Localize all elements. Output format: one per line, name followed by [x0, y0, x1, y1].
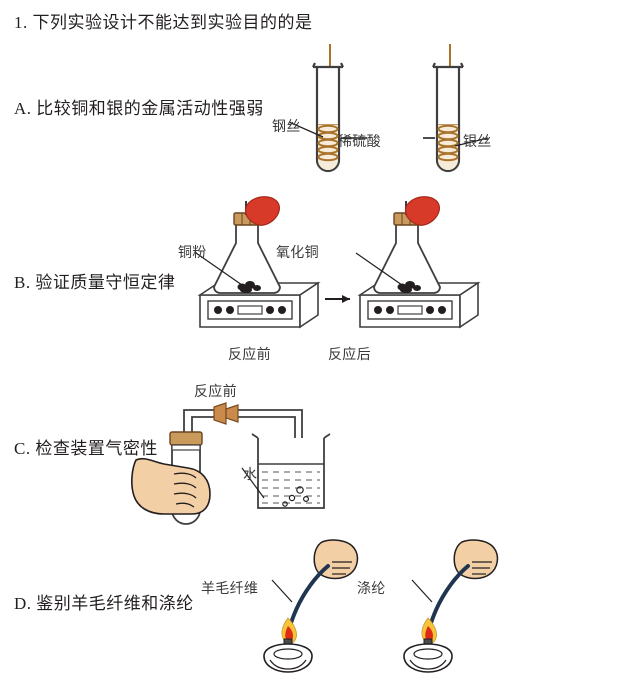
caption-after-reaction-b: 反应后 — [328, 348, 371, 363]
label-steel-wire: 钢丝 — [272, 120, 301, 135]
apparatus-after — [355, 196, 481, 329]
silver-wire-coil — [437, 124, 459, 162]
conical-flask-right — [355, 196, 441, 294]
option-b-label: B. 验证质量守恒定律 — [14, 273, 176, 292]
leader-copper-powder — [195, 252, 243, 286]
leader-water — [241, 467, 265, 499]
stopper-c — [169, 431, 203, 446]
hand-gripping-tube — [131, 457, 211, 515]
figure-d-svg — [263, 539, 499, 673]
tube-left-lip — [312, 62, 344, 68]
alcohol-lamp-right — [403, 638, 453, 673]
steel-wire-coil — [317, 124, 339, 162]
label-polyester: 涤纶 — [357, 582, 386, 597]
option-c-label: C. 检查装置气密性 — [14, 439, 158, 458]
leader-polyester — [411, 579, 433, 603]
figure-option-a — [255, 42, 535, 182]
option-d-label: D. 鉴别羊毛纤维和涤纶 — [14, 594, 194, 613]
label-silver-wire: 银丝 — [463, 135, 492, 150]
burn-test-left — [263, 539, 359, 673]
alcohol-lamp-left — [263, 638, 313, 673]
figure-option-b — [180, 195, 481, 345]
option-a-label: A. 比较铜和银的金属活动性强弱 — [14, 99, 264, 118]
figure-b-svg — [195, 196, 481, 329]
burn-test-right — [403, 539, 499, 673]
balloon-right — [405, 196, 440, 226]
flame-right — [421, 617, 437, 644]
question-stem: 1. 下列实验设计不能达到实验目的的是 — [14, 13, 313, 32]
figure-option-d — [240, 539, 520, 676]
copper-oxide-powder — [397, 281, 421, 293]
apparatus-before — [195, 196, 321, 329]
finger-lines — [173, 472, 197, 508]
caption-before-reaction-b: 反应前 — [228, 348, 271, 363]
figure-option-c — [130, 398, 380, 538]
water-hatching — [262, 471, 320, 504]
copper-powder — [237, 281, 261, 293]
label-copper-oxide: 氧化铜 — [276, 246, 319, 261]
reaction-arrow — [325, 295, 350, 303]
pinch-clamp — [213, 402, 239, 425]
label-wool-fiber: 羊毛纤维 — [201, 582, 259, 597]
connecting-tube — [183, 409, 303, 438]
figure-a-svg — [288, 44, 489, 173]
figure-c-svg — [131, 402, 331, 525]
caption-before-reaction-c: 反应前 — [194, 385, 237, 400]
test-tube-right — [432, 44, 489, 173]
bubbles — [282, 486, 310, 507]
leader-steel-wire — [288, 121, 324, 138]
balloon-left — [245, 196, 280, 226]
leader-copper-oxide — [355, 252, 403, 286]
label-water: 水 — [243, 468, 258, 483]
leader-wool-fiber — [271, 579, 293, 603]
conical-flask-left — [195, 196, 281, 294]
label-dilute-sulfuric-acid: 稀硫酸 — [338, 135, 381, 150]
tube-right-lip — [432, 62, 464, 68]
label-copper-powder: 铜粉 — [178, 246, 207, 261]
test-tube-left — [288, 44, 344, 173]
leader-silver-wire — [454, 137, 489, 147]
beaker — [241, 433, 331, 509]
